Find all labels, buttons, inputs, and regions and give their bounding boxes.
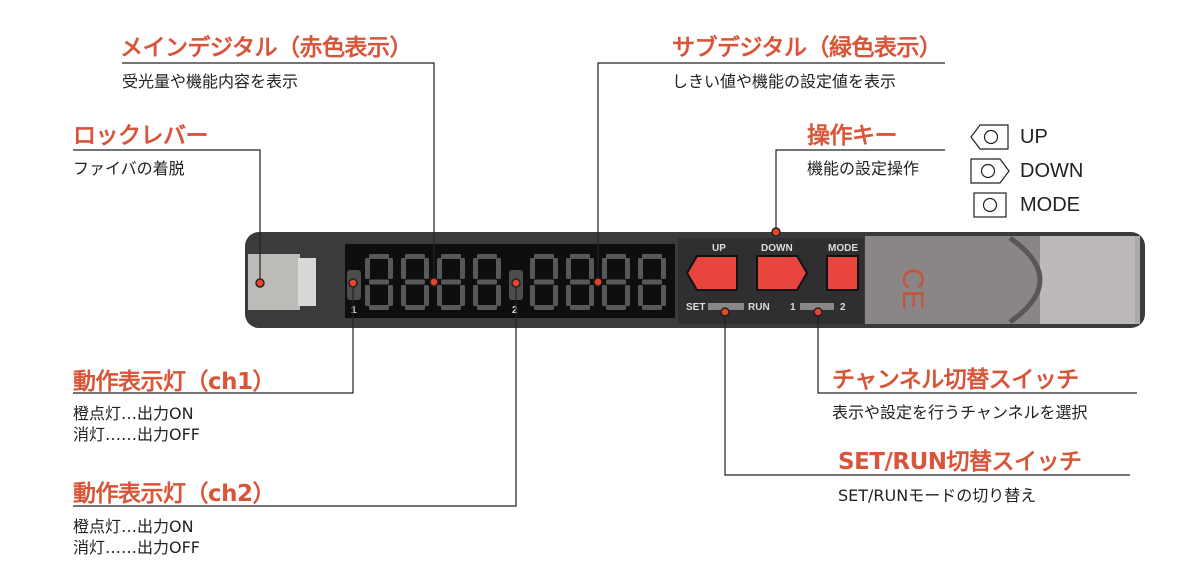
setrun-switch-desc: SET/RUNモードの切り替え — [838, 486, 1037, 505]
mode-key[interactable] — [826, 255, 859, 291]
seven-segment-digit — [530, 254, 558, 310]
seven-segment-digit — [566, 254, 594, 310]
sub-digital-desc: しきい値や機能の設定値を表示 — [672, 72, 897, 91]
down-key[interactable] — [756, 255, 809, 291]
channel-switch[interactable] — [800, 303, 834, 310]
lock-lever-desc: ファイバの着脱 — [73, 159, 185, 178]
mode-key-icon — [973, 192, 1007, 218]
indicator-ch1-desc-1: 橙点灯…出力ON — [73, 404, 194, 423]
legend-down: DOWN — [1020, 160, 1084, 182]
indicator-ch2-desc-2: 消灯……出力OFF — [73, 538, 201, 557]
led-label-2: 2 — [512, 305, 518, 316]
legend-mode: MODE — [1020, 194, 1080, 216]
switch-label-run: RUN — [748, 302, 770, 313]
seven-segment-digit — [365, 254, 393, 310]
down-key-icon — [970, 158, 1010, 184]
setrun-switch[interactable] — [708, 303, 744, 310]
indicator-ch1-desc-2: 消灯……出力OFF — [73, 425, 201, 444]
seven-segment-digit — [437, 254, 465, 310]
indicator-ch2-title: 動作表示灯（ch2） — [73, 481, 276, 507]
seven-segment-digit — [638, 254, 666, 310]
operation-keys-title: 操作キー — [807, 123, 898, 149]
channel-switch-title: チャンネル切替スイッチ — [832, 367, 1079, 393]
seven-segment-digit — [602, 254, 630, 310]
lock-lever-title: ロックレバー — [73, 123, 209, 149]
legend-up: UP — [1020, 126, 1048, 148]
indicator-ch1-title: 動作表示灯（ch1） — [73, 369, 276, 395]
svg-text:CE: CE — [896, 268, 929, 310]
channel-switch-desc: 表示や設定を行うチャンネルを選択 — [832, 403, 1088, 422]
up-key-icon — [970, 124, 1009, 150]
key-label-mode: MODE — [828, 243, 858, 254]
marker-dots — [255, 227, 823, 317]
up-key[interactable] — [685, 255, 738, 291]
key-label-up: UP — [712, 243, 726, 254]
main-digital-desc: 受光量や機能内容を表示 — [122, 72, 299, 91]
operation-keys-desc: 機能の設定操作 — [807, 159, 920, 178]
leader-lines — [73, 62, 1137, 507]
key-label-down: DOWN — [761, 243, 793, 254]
led-label-1: 1 — [351, 305, 357, 316]
sub-digital-title: サブデジタル（緑色表示） — [672, 35, 942, 61]
main-digital-title: メインデジタル（赤色表示） — [120, 35, 413, 61]
seven-segment-digit — [401, 254, 429, 310]
switch-label-ch2: 2 — [840, 302, 846, 313]
seven-segment-digit — [473, 254, 501, 310]
cover-label: CE — [896, 268, 929, 310]
switch-label-ch1: 1 — [790, 302, 796, 313]
setrun-switch-title: SET/RUN切替スイッチ — [838, 449, 1082, 475]
indicator-ch2-desc-1: 橙点灯…出力ON — [73, 517, 194, 536]
switch-label-set: SET — [686, 302, 705, 313]
